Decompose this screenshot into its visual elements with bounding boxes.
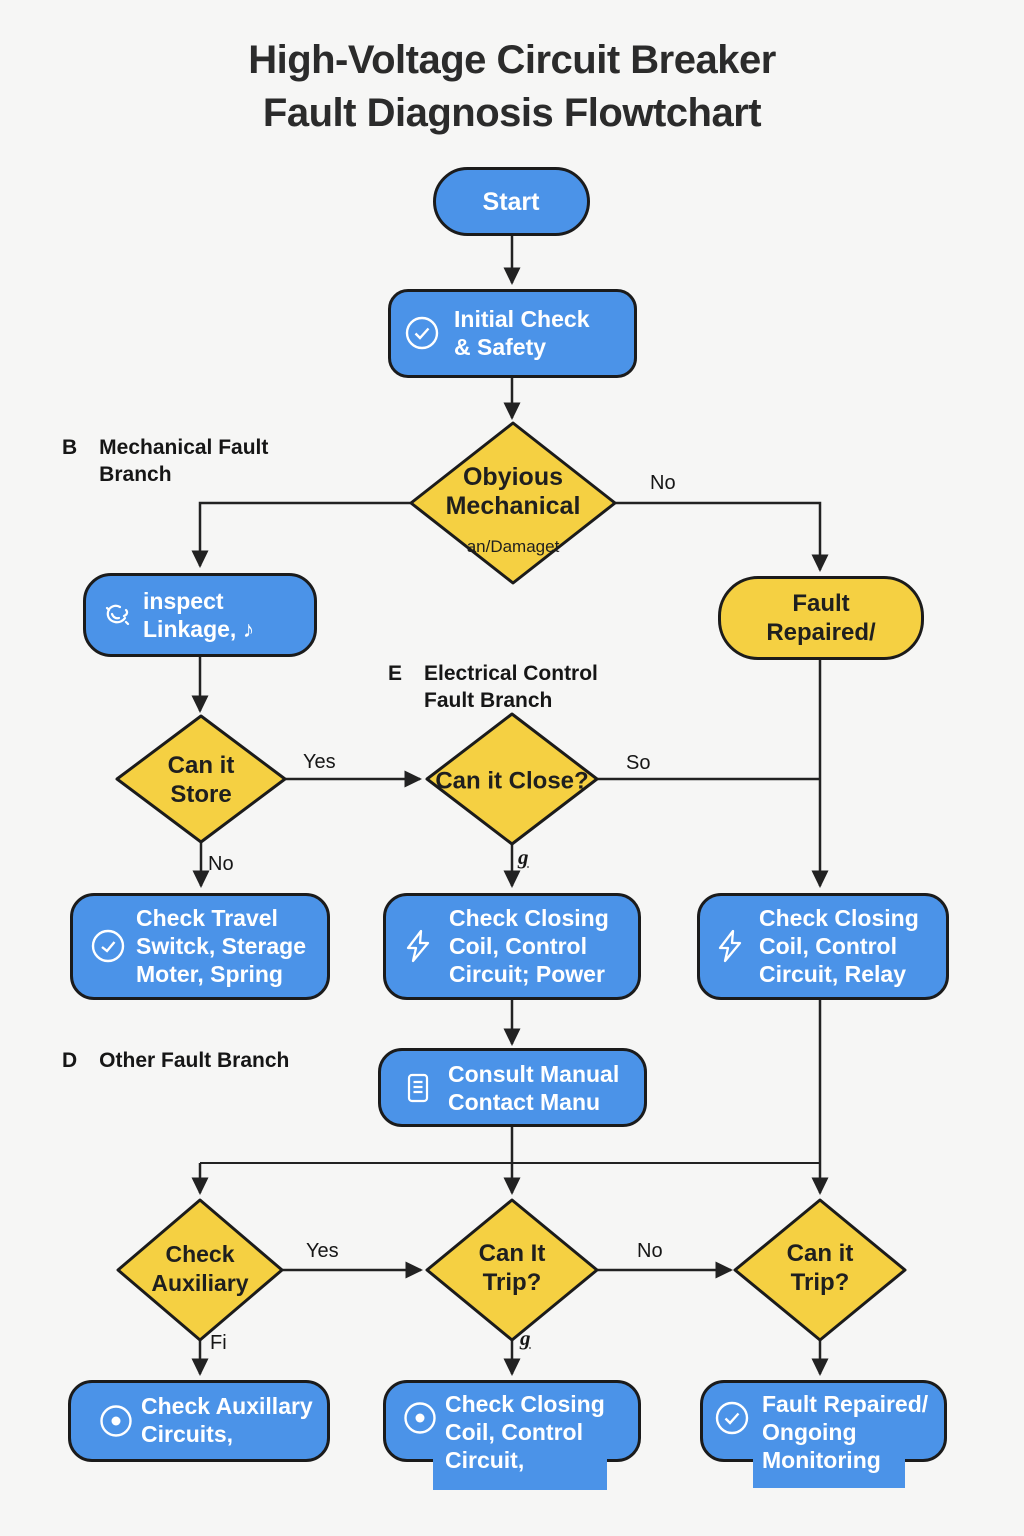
section-text-mechanical: Mechanical Fault Branch [99,436,269,486]
circle-dot-icon [100,1405,132,1437]
node-check-auxillary-circuits-label: Check Auxillary Circuits, [141,1393,313,1447]
node-inspect-linkage [83,573,317,657]
node-fault-repaired-label: Fault Repaired/ [766,590,876,646]
node-can-it-store-label: Can it Store [167,752,235,808]
lightning-bolt-icon [718,929,742,963]
edge-label-no-mechanical: No [650,472,676,494]
section-key-b: B [62,436,78,459]
lightning-bolt-icon [406,929,430,963]
edge-label-yes-aux: Yes [306,1240,339,1262]
section-text-other: Other Fault Branch [99,1049,290,1072]
check-circle-icon [405,316,439,350]
node-consult-manual [378,1048,647,1127]
edge-label-g-trip: g [520,1326,531,1350]
edge-label-fi-aux: Fi [210,1332,227,1354]
node-can-it-trip-mid-label: Can It Trip? [478,1240,546,1296]
edge-mechanical-to-inspect [191,501,411,569]
section-label-electrical: E Electrical Control Fault Branch [388,660,598,714]
edge-mechanical-no-to-repaired [615,501,829,573]
edge-label-g-close: g [518,845,529,869]
node-fault-repaired-ongoing-label: Fault Repaired/ Ongoing Monitoring [762,1391,929,1473]
check-circle-icon [715,1401,749,1435]
node-fault-repaired-ongoing-overflow [753,1458,905,1488]
decision-check-auxiliary-shape [116,1198,284,1342]
node-can-it-trip-right-label: Can it Trip? [786,1240,854,1296]
edge-label-so-close: So [626,752,651,774]
node-check-auxiliary-label: Check Auxiliary [151,1241,249,1296]
edge-label-yes-store: Yes [303,751,336,773]
node-obvious-mechanical-label: Obyious Mechanical [445,463,581,520]
edge-label-no-store: No [208,853,234,875]
node-check-closing-power-label: Check Closing Coil, Control Circuit; Pow… [449,905,609,987]
node-check-closing-bottom-label: Check Closing Coil, Control Circuit, [445,1391,605,1473]
linkage-scribble-icon [105,604,130,626]
node-check-travel [70,893,330,1000]
section-label-mechanical: B Mechanical Fault Branch [62,434,268,488]
decision-can-it-close-shape [425,712,599,846]
decision-can-it-trip-right-shape [733,1198,907,1342]
node-check-closing-bottom [383,1380,641,1462]
node-can-it-close-label: Can it Close? [435,767,589,795]
circle-dot-icon [404,1402,436,1434]
decision-obvious-mechanical-shape [409,421,617,585]
section-label-other: D Other Fault Branch [62,1047,289,1074]
page-title: High-Voltage Circuit Breaker Fault Diagn… [248,38,776,135]
node-initial-check [388,289,637,378]
decision-can-it-trip-mid-shape [425,1198,599,1342]
node-initial-check-label: Initial Check & Safety [454,306,590,360]
node-consult-manual-label: Consult Manual Contact Manu [448,1061,620,1115]
node-check-closing-bottom-overflow [433,1458,607,1490]
check-circle-icon [91,929,125,963]
section-key-e: E [388,662,403,685]
section-text-electrical: Electrical Control Fault Branch [424,662,598,712]
decision-can-it-store-shape [115,714,287,844]
node-start-label: Start [482,188,540,216]
node-check-travel-label: Check Travel Switck, Sterage Moter, Spri… [136,905,307,987]
edge-label-no-trip: No [637,1240,663,1262]
node-check-closing-relay [697,893,949,1000]
document-icon [407,1073,429,1103]
section-key-d: D [62,1049,78,1072]
node-fault-repaired-ongoing [700,1380,947,1462]
node-fault-repaired [718,576,924,660]
node-start [433,167,590,236]
node-inspect-linkage-label: inspect Linkage, ♪ [143,588,255,642]
node-check-closing-relay-label: Check Closing Coil, Control Circuit, Rel… [759,905,919,987]
node-obvious-mechanical-subtext: an/Damaget [466,537,560,556]
